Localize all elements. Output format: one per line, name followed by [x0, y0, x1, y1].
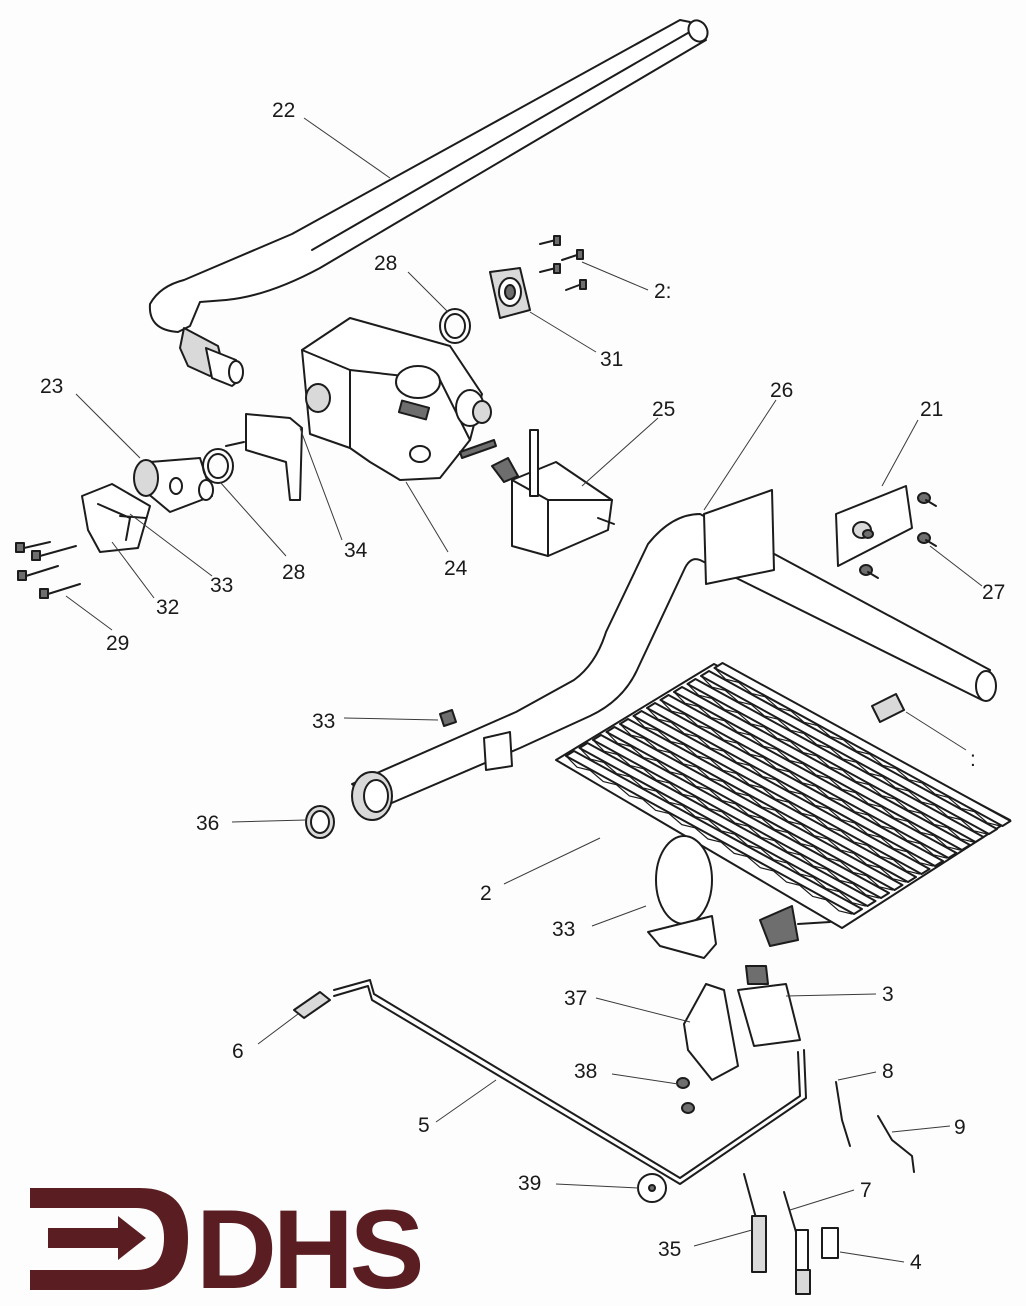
label-colon: : [970, 748, 976, 771]
burner-rib [605, 726, 904, 891]
label-6: 6 [232, 1040, 244, 1063]
burner-rib [619, 718, 917, 883]
dhs-logo: DHS [30, 1187, 425, 1306]
label-8: 8 [882, 1060, 894, 1083]
burner-rib-port-row [646, 707, 934, 867]
part-27-screws [859, 492, 937, 579]
label-29: 29 [106, 632, 129, 655]
burner-rib [578, 742, 877, 907]
label-38: 38 [574, 1060, 597, 1083]
burner-rib-port-row [659, 699, 948, 859]
part-21-plate [835, 485, 913, 567]
part-28-o-ring-top [439, 308, 471, 344]
burner-rib [686, 678, 985, 843]
burner-rib-port-row [632, 715, 921, 875]
part-6-fitting [293, 991, 331, 1019]
label-21: 21 [920, 398, 943, 421]
label-5: 5 [418, 1114, 430, 1137]
label-24: 24 [444, 557, 468, 580]
label-28-lower: 28 [282, 561, 305, 584]
leader-lines [65, 117, 983, 1263]
burner-rib-port-row [565, 755, 853, 915]
label-25: 25 [652, 398, 675, 421]
burner-rib [713, 662, 1012, 827]
burner-rib-port-row [605, 731, 894, 891]
part-9-wire [877, 1115, 915, 1173]
part-24-gas-valve [301, 317, 497, 481]
burner-rib-port-row [713, 667, 1002, 827]
label-3: 3 [882, 983, 894, 1006]
label-22: 22 [272, 99, 295, 122]
dhs-logo-text: DHS [196, 1187, 421, 1306]
label-35: 35 [658, 1238, 681, 1261]
burner-rib [700, 670, 998, 835]
part-31-flange [489, 267, 531, 319]
label-23: 23 [40, 375, 63, 398]
part-4-sleeve [821, 1227, 839, 1259]
burner-rib [659, 694, 958, 859]
part-32-clip [81, 483, 151, 553]
part-23-connector [133, 457, 214, 513]
dhs-logo-arrow-mark [30, 1188, 188, 1290]
label-39: 39 [518, 1172, 541, 1195]
label-32: 32 [156, 596, 179, 619]
part-35-ignitor [743, 1173, 767, 1273]
burner-rib-port-row [686, 683, 975, 843]
label-27: 27 [982, 581, 1005, 604]
part-26-burner-pipe [351, 489, 997, 821]
part-3-electrode [737, 965, 801, 1047]
burner-rib-port-row [619, 723, 907, 883]
burner-rib [673, 686, 971, 851]
label-2: 2 [480, 882, 492, 905]
callout-labels: 22 28 2: 31 23 25 26 21 34 24 28 33 32 2… [40, 99, 1005, 1274]
part-7-probe [783, 1191, 811, 1295]
screws-top [539, 235, 587, 291]
part-5-pilot-tube [333, 979, 801, 1179]
burner-rib-port-row [592, 739, 880, 899]
label-4: 4 [910, 1251, 922, 1274]
part-34-bracket [245, 413, 303, 501]
label-31: 31 [600, 348, 623, 371]
burner-rib-port-row [700, 675, 988, 835]
part-37-shield [683, 983, 739, 1081]
burner-rib [632, 710, 931, 875]
label-28-top: 28 [374, 252, 397, 275]
label-26: 26 [770, 379, 793, 402]
burner-rib [592, 734, 890, 899]
label-37: 37 [564, 987, 587, 1010]
label-2-top: 2: [654, 280, 672, 303]
part-22-gas-pipe [148, 19, 709, 387]
burner-rib [565, 750, 863, 915]
label-7: 7 [860, 1179, 872, 1202]
label-33-a: 33 [210, 574, 233, 597]
label-33-b: 33 [312, 710, 335, 733]
label-33-c: 33 [552, 918, 575, 941]
part-2-burner [555, 662, 1012, 959]
burner-rib-port-row [578, 747, 867, 907]
label-36: 36 [196, 812, 219, 835]
label-34: 34 [344, 539, 368, 562]
part-25-sensor-bracket [491, 429, 615, 557]
part-28-o-ring-lower [202, 448, 234, 484]
burner-rib [646, 702, 944, 867]
part-38-screws [676, 1077, 695, 1114]
part-8-wire [835, 1081, 851, 1147]
burner-rib-port-row [673, 691, 961, 851]
part-29-screws [15, 541, 81, 599]
label-9: 9 [954, 1116, 966, 1139]
nozzle-fitting [871, 693, 905, 723]
